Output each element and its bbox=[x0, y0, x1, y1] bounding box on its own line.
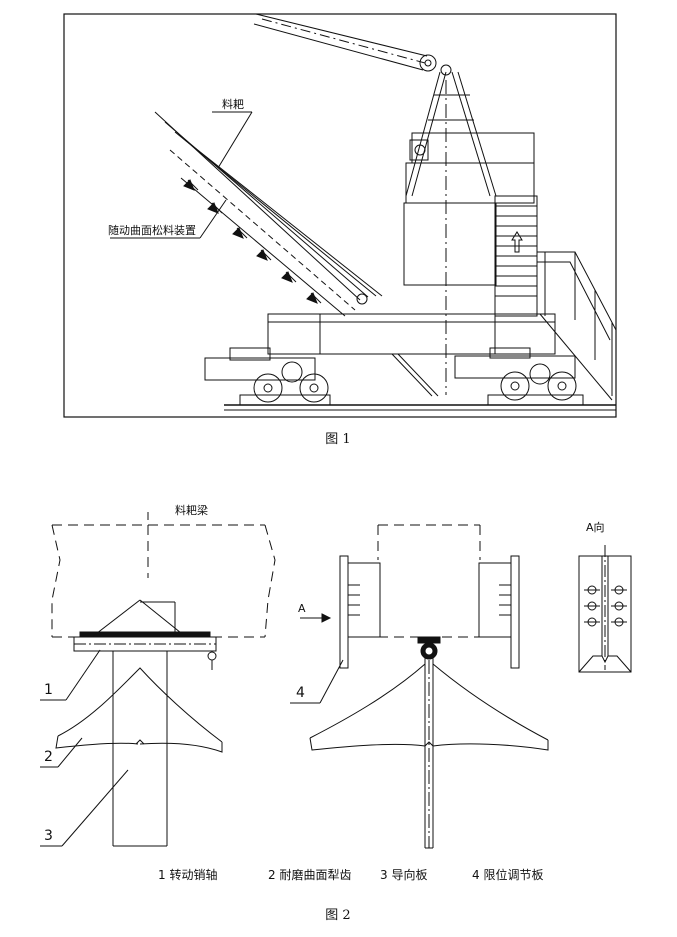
part-leaders bbox=[40, 512, 344, 847]
figure-1-frame bbox=[63, 13, 617, 418]
rake-beam-front bbox=[377, 524, 481, 638]
legend-item-2: 2 耐磨曲面犁齿 bbox=[268, 868, 351, 882]
guide-plate-side bbox=[112, 651, 168, 847]
a-frame-mast bbox=[405, 71, 497, 395]
limit-plate-right bbox=[478, 555, 520, 669]
part-number-1: 1 bbox=[44, 682, 53, 698]
guide-plate-front bbox=[417, 636, 441, 849]
upper-boom bbox=[253, 13, 452, 76]
legend-item-3: 3 导向板 bbox=[380, 867, 427, 882]
access-stairs bbox=[494, 195, 538, 317]
label-a-arrow: A bbox=[298, 602, 306, 615]
label-rake-beam: 料耙梁 bbox=[175, 503, 208, 517]
a-view-plate bbox=[578, 545, 632, 673]
pivot-pin-shaft bbox=[73, 631, 217, 670]
rake-boom bbox=[154, 111, 383, 317]
rake-beam-outline bbox=[51, 524, 276, 638]
right-bogie bbox=[454, 347, 584, 406]
label-rake: 料耙 bbox=[222, 97, 244, 111]
pivot-bracket bbox=[91, 599, 187, 638]
handrail bbox=[537, 251, 617, 401]
figure-1-drawing bbox=[63, 13, 617, 418]
parts-legend: 1 转动销轴 2 耐磨曲面犁齿 3 导向板 4 限位调节板 bbox=[158, 867, 543, 882]
loosener-teeth bbox=[183, 179, 322, 304]
figure-1-caption: 图 1 bbox=[325, 432, 350, 447]
plough-tooth-side bbox=[55, 667, 223, 753]
legend-item-1: 1 转动销轴 bbox=[158, 867, 217, 882]
left-bogie bbox=[204, 347, 331, 406]
part-number-3: 3 bbox=[44, 828, 53, 844]
view-a-arrow bbox=[300, 613, 332, 623]
part-number-2: 2 bbox=[44, 749, 53, 765]
chassis bbox=[267, 313, 556, 397]
figure-2-caption: 图 2 bbox=[325, 908, 350, 923]
legend-item-4: 4 限位调节板 bbox=[472, 867, 543, 882]
part-number-4: 4 bbox=[296, 685, 305, 701]
figure-2-drawing bbox=[40, 512, 632, 849]
limit-plate-left bbox=[339, 555, 381, 669]
label-loosener: 随动曲面松料装置 bbox=[108, 223, 196, 237]
machine-house bbox=[403, 132, 535, 286]
plough-tooth-front bbox=[309, 663, 549, 751]
label-a-view: A向 bbox=[586, 520, 605, 534]
